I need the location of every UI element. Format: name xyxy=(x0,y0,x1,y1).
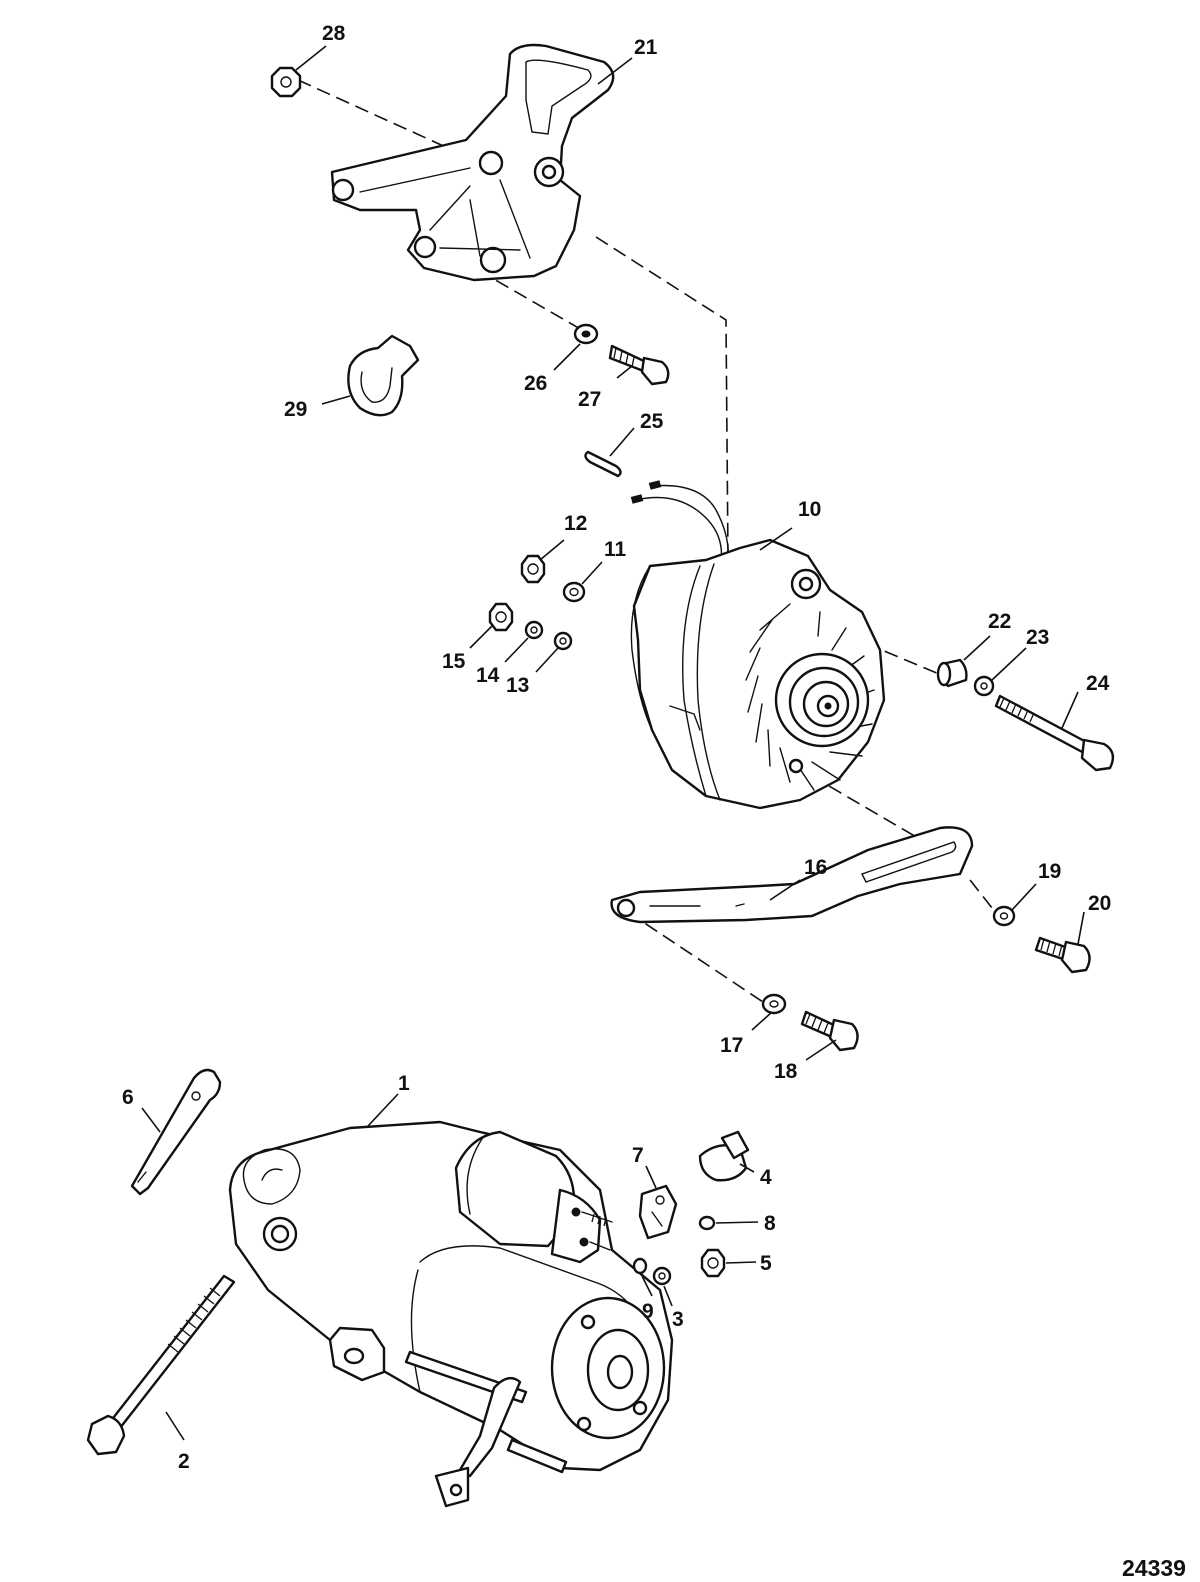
part-7-bracket xyxy=(638,1184,678,1240)
part-24-bolt xyxy=(994,694,1115,772)
callout-26: 26 xyxy=(524,372,547,395)
part-23-washer xyxy=(973,675,995,697)
callout-21: 21 xyxy=(634,36,658,59)
callout-17: 17 xyxy=(720,1034,743,1057)
part-15-nut xyxy=(488,602,514,632)
part-4-boot xyxy=(698,1130,750,1182)
part-16-brace xyxy=(610,826,974,924)
callout-29: 29 xyxy=(284,398,307,421)
callout-10: 10 xyxy=(798,498,821,521)
callout-8: 8 xyxy=(764,1212,776,1235)
part-11-washer xyxy=(562,581,586,603)
part-22-spacer xyxy=(936,658,968,688)
callout-23: 23 xyxy=(1026,626,1049,649)
callout-24: 24 xyxy=(1086,672,1110,695)
part-27-bolt xyxy=(608,344,670,386)
callout-9: 9 xyxy=(642,1300,654,1323)
part-13-washer xyxy=(553,631,573,651)
part-8-washer xyxy=(698,1215,716,1231)
part-14-washer xyxy=(524,620,544,640)
callout-15: 15 xyxy=(442,650,466,673)
callout-4: 4 xyxy=(760,1166,772,1189)
callout-22: 22 xyxy=(988,610,1011,633)
part-26-washer xyxy=(573,323,599,345)
callout-labels: 28 21 26 27 29 25 10 12 11 15 14 13 22 2… xyxy=(122,22,1111,1473)
part-2-bolt xyxy=(86,1274,236,1456)
part-21-mounting-bracket xyxy=(330,43,615,282)
callout-7: 7 xyxy=(632,1144,644,1167)
callout-20: 20 xyxy=(1088,892,1111,915)
part-29-clamp xyxy=(347,334,420,417)
callout-18: 18 xyxy=(774,1060,798,1083)
leader-lines xyxy=(141,45,1085,1441)
part-20-bolt xyxy=(1034,936,1091,974)
part-17-washer xyxy=(761,993,787,1015)
part-5-nut xyxy=(700,1248,726,1278)
callout-6: 6 xyxy=(122,1086,134,1109)
callout-2: 2 xyxy=(178,1450,190,1473)
part-9-washer xyxy=(632,1257,648,1275)
callout-14: 14 xyxy=(476,664,500,687)
callout-13: 13 xyxy=(506,674,529,697)
callout-5: 5 xyxy=(760,1252,772,1275)
callout-12: 12 xyxy=(564,512,587,535)
part-25-pin xyxy=(584,450,622,478)
callout-25: 25 xyxy=(640,410,664,433)
callout-16: 16 xyxy=(804,856,827,879)
callout-19: 19 xyxy=(1038,860,1061,883)
part-19-washer xyxy=(992,905,1016,927)
callout-11: 11 xyxy=(604,538,627,561)
part-6-plate xyxy=(130,1068,222,1196)
part-18-bolt xyxy=(800,1010,859,1052)
callout-1: 1 xyxy=(398,1072,410,1095)
part-3-nut xyxy=(652,1266,672,1286)
callout-3: 3 xyxy=(672,1308,684,1331)
figure-number: 24339 xyxy=(1122,1555,1186,1581)
part-1-starter-motor xyxy=(228,1120,674,1508)
callout-28: 28 xyxy=(322,22,346,45)
callout-27: 27 xyxy=(578,388,601,411)
part-10-alternator xyxy=(630,480,886,810)
part-28-nut xyxy=(270,66,302,98)
part-12-nut xyxy=(520,554,546,584)
